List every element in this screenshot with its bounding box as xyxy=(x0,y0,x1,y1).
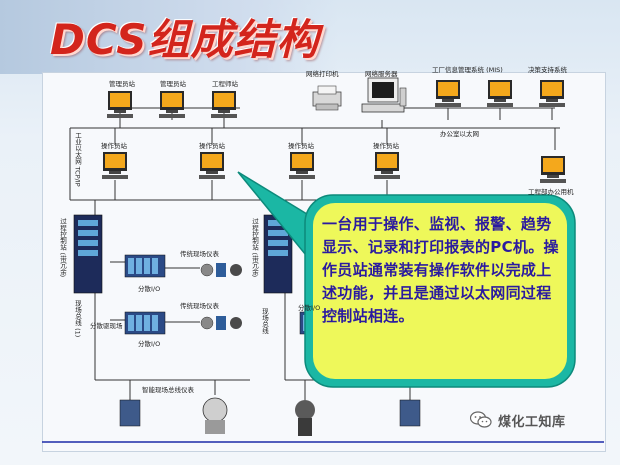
monitor-mgmt-2 xyxy=(159,91,185,118)
fieldbus-instruments-2 xyxy=(295,399,421,436)
callout-bubble xyxy=(237,171,576,388)
label-distributed-io-2: 分散I/O xyxy=(138,340,161,348)
label-process-control-1: 过程控制站 (带冗余) xyxy=(58,218,67,278)
label-fieldbus-1: 现场总线 (1) xyxy=(73,300,82,338)
title-band xyxy=(0,0,338,74)
distributed-io-module-2 xyxy=(124,311,166,335)
label-engineer-station: 工程师站 xyxy=(212,80,238,88)
watermark-text: 煤化工知库 xyxy=(498,414,566,430)
callout-text: 一台用于操作、监视、报警、趋势显示、记录和打印报表的PC机。操作员站通常装有操作… xyxy=(322,215,559,325)
watermark: 煤化工知库 xyxy=(470,410,566,430)
label-traditional-1: 传统现场仪表 xyxy=(180,250,219,258)
monitor-operator-1 xyxy=(102,152,128,179)
wechat-icon xyxy=(470,411,492,428)
label-smart-fieldbus: 智能现场总线仪表 xyxy=(142,386,194,394)
monitor-operator-2 xyxy=(199,152,225,179)
printer-icon xyxy=(312,85,342,111)
label-network-printer: 网络打印机 xyxy=(306,70,339,78)
label-mis: 工厂信息管理系统 (MIS) xyxy=(432,66,503,74)
label-network-server: 网络服务器 xyxy=(365,70,398,78)
monitor-mis-2 xyxy=(487,80,513,107)
label-office-ethernet: 办公室以太网 xyxy=(440,130,479,138)
monitor-ethernet-pc xyxy=(540,156,566,183)
label-decision-support: 决策支持系统 xyxy=(528,66,567,74)
slide-title: DCS组成结构 xyxy=(50,15,320,64)
field-instruments-row-2 xyxy=(200,316,242,330)
process-control-cabinet-1 xyxy=(73,214,103,294)
label-operator-3: 操作员站 xyxy=(288,142,314,150)
monitors-group xyxy=(102,80,566,183)
label-distributed-field: 分散驱现场 xyxy=(90,322,123,330)
label-ethernet-pc: 工程部办公用机 xyxy=(528,188,574,196)
label-operator-4: 操作员站 xyxy=(373,142,399,150)
label-mgmt-station-1: 管理员站 xyxy=(109,80,135,88)
label-fieldbus-2: 现场总线 xyxy=(260,308,269,334)
monitor-engineer xyxy=(211,91,237,118)
label-mgmt-station-2: 管理员站 xyxy=(160,80,186,88)
label-distributed-io-3: 分散I/O xyxy=(298,304,321,312)
label-operator-2: 操作员站 xyxy=(199,142,225,150)
field-instruments-row-1 xyxy=(200,263,242,277)
label-distributed-io-1: 分散I/O xyxy=(138,285,161,293)
label-process-control-2: 过程控制站 (带冗余) xyxy=(250,218,259,278)
label-industrial-ethernet: 工业以太网 TCP/IP xyxy=(73,132,82,187)
label-traditional-2: 传统现场仪表 xyxy=(180,302,219,310)
distributed-io-module-1 xyxy=(124,254,166,278)
monitor-mis-1 xyxy=(435,80,461,107)
monitor-operator-3 xyxy=(289,152,315,179)
monitor-decision xyxy=(539,80,565,107)
server-icon xyxy=(361,77,407,113)
fieldbus-instruments-1 xyxy=(119,397,228,434)
monitor-operator-4 xyxy=(374,152,400,179)
label-operator-1: 操作员站 xyxy=(101,142,127,150)
monitor-mgmt-1 xyxy=(107,91,133,118)
